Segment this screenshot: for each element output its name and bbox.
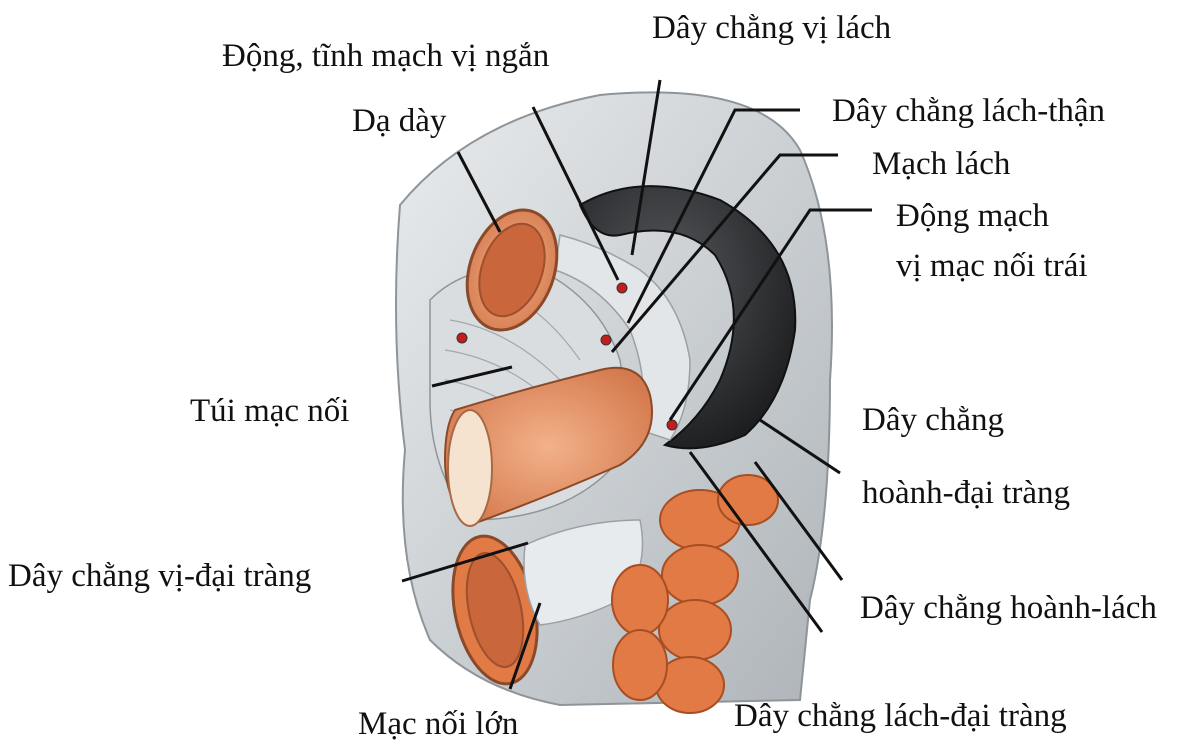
label-da-day: Dạ dày	[352, 103, 446, 141]
label-mach-lach: Mạch lách	[872, 146, 1010, 184]
label-dong-mach-line1: Động mạch	[896, 198, 1049, 236]
label-day-chang-vi-lach: Dây chằng vị lách	[652, 10, 891, 48]
label-mac-noi-lon: Mạc nối lớn	[358, 706, 518, 744]
label-day-chang-lach-dai-trang: Dây chằng lách-đại tràng	[734, 698, 1067, 736]
label-day-chang-hoanh-line1: Dây chằng	[862, 402, 1004, 440]
label-day-chang-hoanh-line2: hoành-đại tràng	[862, 475, 1070, 513]
label-dong-tinh-mach-vi-ngan: Động, tĩnh mạch vị ngắn	[222, 38, 549, 76]
label-day-chang-vi-dai-trang: Dây chằng vị-đại tràng	[8, 558, 311, 596]
label-day-chang-lach-than: Dây chằng lách-thận	[832, 93, 1105, 131]
label-day-chang-hoanh-lach: Dây chằng hoành-lách	[860, 590, 1157, 628]
label-tui-mac-noi: Túi mạc nối	[190, 393, 349, 431]
label-dong-mach-line2: vị mạc nối trái	[896, 248, 1088, 286]
